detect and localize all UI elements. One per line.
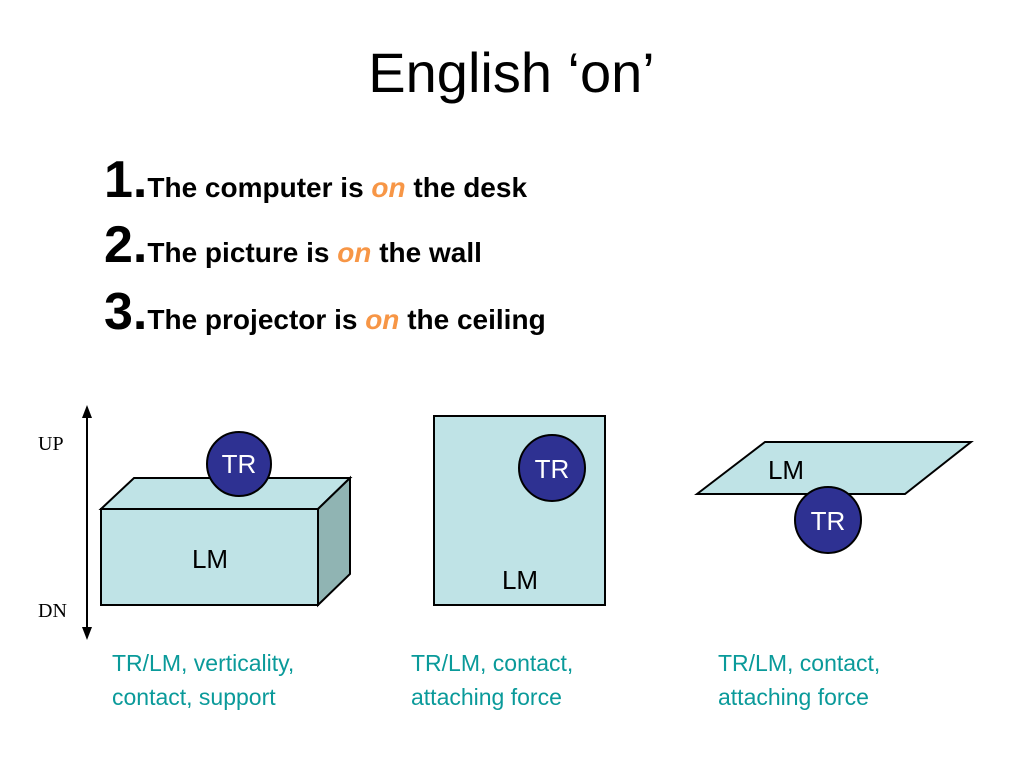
diagram-desk: LM TR <box>98 431 353 608</box>
axis-label-up: UP <box>38 433 64 455</box>
trajector-ball <box>206 431 272 497</box>
trajector-ball <box>794 486 862 554</box>
item-text-before: The picture is <box>147 237 338 268</box>
item-number: 2. <box>104 216 148 274</box>
axis-label-down: DN <box>38 600 67 622</box>
diagram-ceiling: LM TR <box>694 441 974 554</box>
caption-line-2: attaching force <box>718 684 869 710</box>
vertical-axis: UP DN <box>38 405 92 640</box>
item-text-before: The projector is <box>147 304 366 335</box>
box-front-face <box>100 508 319 606</box>
caption-line-1: TR/LM, contact, <box>411 650 574 676</box>
item-emphasis-on: on <box>365 304 400 335</box>
trajector-ball <box>518 434 586 502</box>
caption-line-2: contact, support <box>112 684 276 710</box>
landmark-label: LM <box>768 455 804 485</box>
list-item-2: 2.The picture is on the wall <box>104 215 482 274</box>
ceiling-plane <box>694 441 974 495</box>
landmark-label: LM <box>502 565 538 595</box>
diagram-wall: LM TR <box>433 415 606 606</box>
caption-wall: TR/LM, contact, attaching force <box>411 646 573 714</box>
item-emphasis-on: on <box>337 237 372 268</box>
caption-line-2: attaching force <box>411 684 562 710</box>
trajector-label: TR <box>811 506 846 536</box>
landmark-label: LM <box>192 544 228 574</box>
trajector-label: TR <box>535 454 570 484</box>
caption-line-1: TR/LM, contact, <box>718 650 881 676</box>
arrow-up-icon <box>82 405 92 418</box>
item-number: 1. <box>104 151 148 209</box>
arrow-down-icon <box>82 627 92 640</box>
item-number: 3. <box>104 283 148 341</box>
slide-title: English ‘on’ <box>368 41 655 104</box>
item-emphasis-on: on <box>371 172 406 203</box>
caption-ceiling: TR/LM, contact, attaching force <box>718 646 880 714</box>
caption-line-1: TR/LM, verticality, <box>112 650 295 676</box>
trajector-label: TR <box>222 449 257 479</box>
list-item-3: 3.The projector is on the ceiling <box>104 282 546 341</box>
caption-desk: TR/LM, verticality, contact, support <box>112 646 294 714</box>
item-text-after: the wall <box>371 237 482 268</box>
item-text-after: the desk <box>405 172 528 203</box>
item-text-before: The computer is <box>147 172 372 203</box>
item-text-after: the ceiling <box>399 304 546 335</box>
list-item-1: 1.The computer is on the desk <box>104 150 528 209</box>
